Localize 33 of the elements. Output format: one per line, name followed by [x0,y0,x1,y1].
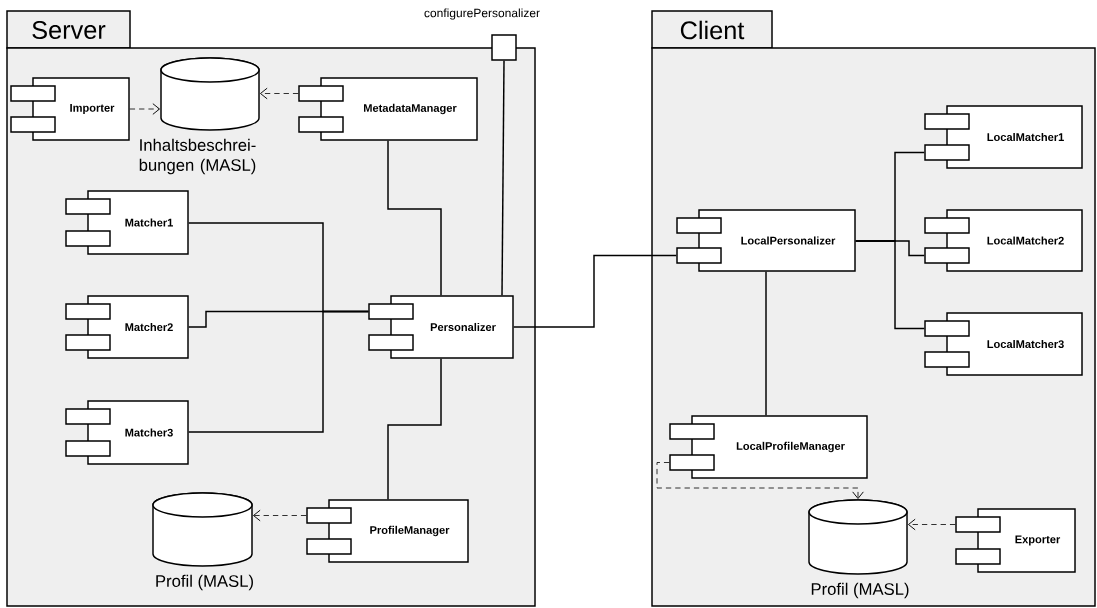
dependency-arrow [656,462,864,499]
connector-line [188,310,369,433]
component-box: LocalMatcher3 [924,312,1083,376]
dependency-arrow [908,518,956,531]
node-label: Inhaltsbeschrei- bungen (MASL) [139,138,256,175]
connector-line [387,140,442,296]
node-label: Profil (MASL) [811,582,909,599]
component-box: LocalMatcher2 [924,209,1083,272]
component-box: LocalMatcher1 [924,105,1083,169]
component-box: LocalProfileManager [669,415,868,479]
connector-line [513,254,677,328]
database-cylinder: Profil (MASL) [152,492,253,591]
node-label: Client [680,20,745,40]
dependency-arrow [260,87,299,100]
component-box: Matcher1 [65,190,189,255]
connector-line [765,271,767,416]
component-box: Personalizer [368,295,514,359]
database-cylinder: Inhaltsbeschrei- bungen (MASL) [139,57,260,175]
database-cylinder: Profil (MASL) [808,499,909,599]
dependency-arrow [253,509,307,522]
component-box: MetadataManager [298,77,478,141]
component-box: Importer [10,77,130,141]
node-label: Profil (MASL) [156,574,253,591]
component-box: Matcher2 [65,295,189,359]
component-box: LocalPersonalizer [676,209,856,272]
component-box: Exporter [955,508,1076,573]
connector-line [855,240,925,330]
node-label: Server [32,21,106,39]
dependency-arrow [129,103,160,115]
connector-line [387,358,442,500]
component-box: Matcher3 [65,400,189,465]
connector-line [501,60,505,296]
component-box: ProfileManager [306,499,469,563]
